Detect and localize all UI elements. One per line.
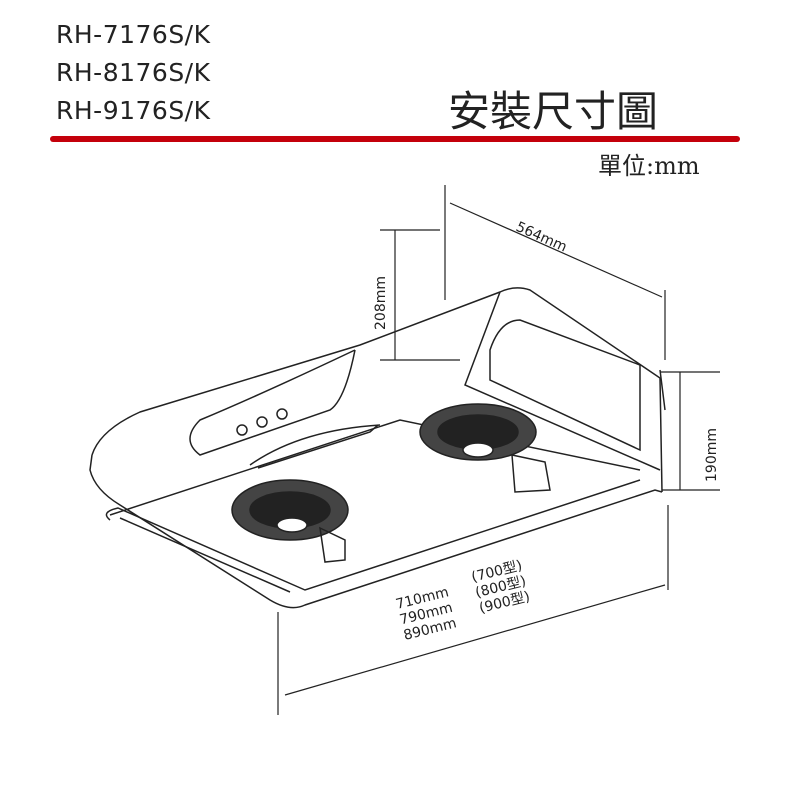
hood-outline: [89, 287, 666, 609]
unit-label: 單位:mm: [598, 152, 700, 180]
burner-left: [231, 479, 349, 563]
title-divider: [50, 136, 740, 142]
page-title: 安裝尺寸圖: [448, 87, 659, 136]
burner-right: [419, 403, 551, 493]
model-name: RH-8176S/K: [56, 58, 211, 87]
back-height-dimension: 208mm: [373, 276, 389, 330]
model-name: RH-9176S/K: [56, 96, 211, 125]
dimension-lines: [277, 185, 720, 715]
depth-dimension: 564mm: [513, 219, 569, 256]
model-name: RH-7176S/K: [56, 20, 211, 49]
side-height-dimension: 190mm: [704, 428, 720, 482]
